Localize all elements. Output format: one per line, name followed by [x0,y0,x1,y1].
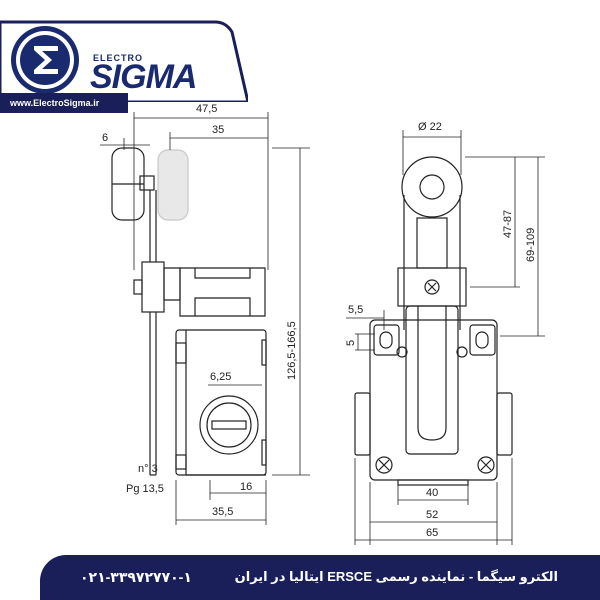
dim-52: 52 [426,509,438,521]
dim-69-109: 69-109 [525,228,537,262]
footer-slogan: الکترو سیگما - نماینده رسمی ERSCE ایتالی… [234,569,558,584]
dim-5: 5 [345,340,357,346]
website-url[interactable]: www.ElectroSigma.ir [0,93,128,113]
brand-name: SIGMA [90,58,197,96]
dim-phi-22: Ø 22 [418,121,442,133]
ghost-roller [157,149,189,221]
dim-47-87: 47-87 [502,210,514,238]
logo-graphic [0,20,248,102]
label-n3: n° 3 [138,463,158,475]
label-pg-13-5: Pg 13,5 [126,483,164,495]
dim-35-5: 35,5 [212,506,233,518]
dim-16: 16 [240,481,252,493]
sigma-logo-icon [11,26,79,94]
logo-panel: ELECTRO SIGMA [0,18,248,102]
roller-side-view [111,147,155,221]
dim-47-5: 47,5 [196,103,217,115]
dim-5-5: 5,5 [348,304,363,316]
header: ELECTRO SIGMA www.ElectroSigma.ir [0,0,600,118]
footer-bar: ۰۲۱-۳۳۹۷۲۷۷۰-۱ الکترو سیگما - نماینده رس… [40,555,600,600]
dim-35-top: 35 [212,124,224,136]
dim-126-5-166-5: 126,5-166,5 [286,321,298,380]
phone-number[interactable]: ۰۲۱-۳۳۹۷۲۷۷۰-۱ [80,569,192,585]
dim-65: 65 [426,527,438,539]
dim-40: 40 [426,487,438,499]
technical-drawing: 47,5 35 6 126,5-166,5 6,25 n° 3 Pg 13,5 … [100,103,545,545]
dim-6-25: 6,25 [210,371,231,383]
brand-small-text: ELECTRO [93,53,144,63]
dim-6: 6 [102,132,108,144]
roller-front-view [401,156,463,218]
